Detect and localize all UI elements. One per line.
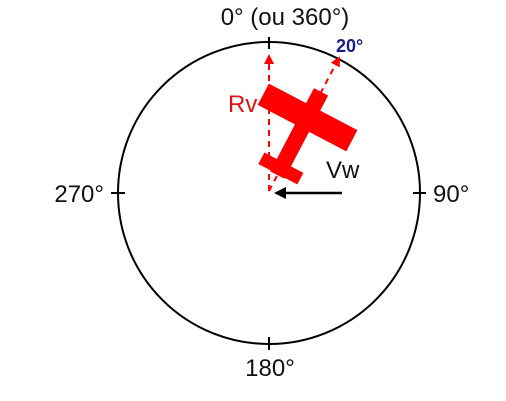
label-east: 90° xyxy=(433,181,469,208)
label-rv: Rv xyxy=(228,91,257,118)
label-vw: Vw xyxy=(326,157,360,184)
label-west: 270° xyxy=(54,181,104,208)
label-north: 0° (ou 360°) xyxy=(221,4,350,31)
label-heading: 20° xyxy=(336,36,363,56)
label-south: 180° xyxy=(245,355,295,382)
aircraft-icon xyxy=(257,83,358,185)
aircraft-tail xyxy=(258,152,304,185)
aircraft-wings xyxy=(257,83,358,152)
